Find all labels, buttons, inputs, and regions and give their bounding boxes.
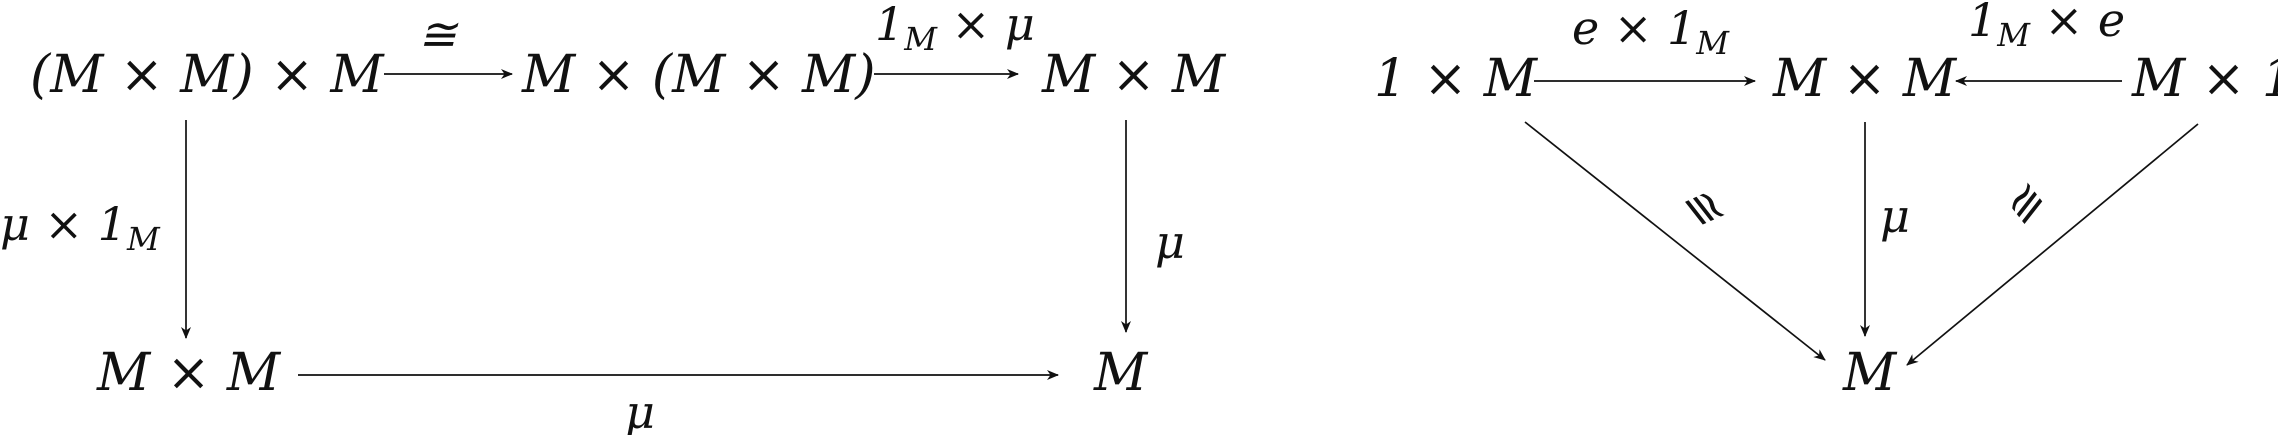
associativity-diagram: (M × M) × M M × (M × M) M × M M × M M ≅ … (0, 0, 1227, 435)
node-unit-bottom: M (1842, 343, 1898, 403)
node-top-right: M × M (1041, 45, 1227, 105)
label-unit-left-iso: ≅ (1669, 173, 1737, 239)
node-unit-left: 1 × M (1374, 49, 1539, 109)
label-right-map: μ (1155, 215, 1185, 269)
label-assoc-iso: ≅ (418, 7, 459, 61)
label-bottom-map: μ (625, 385, 655, 435)
node-top-middle: M × (M × M) (521, 45, 876, 105)
label-left-map: μ × 1M​ (0, 197, 161, 258)
node-bottom-left: M × M (96, 343, 282, 403)
arrow-unit-right-diagonal (1906, 123, 2199, 366)
node-unit-center: M × M (1772, 49, 1958, 109)
arrow-unit-left-diagonal (1524, 121, 1826, 361)
node-bottom-right: M (1093, 343, 1149, 403)
node-unit-right: M × 1 (2131, 49, 2278, 109)
unit-diagram: 1 × M M × M M × 1 M e × 1M​ 1M​ × e μ ≅ … (1374, 0, 2278, 403)
label-unit-left-map: e × 1M​ (1572, 1, 1730, 62)
node-top-left: (M × M) × M (30, 45, 385, 105)
label-unit-center-map: μ (1880, 189, 1910, 243)
label-top-right-map: 1M​ × μ (875, 0, 1035, 58)
label-unit-right-iso: ≅ (1990, 172, 2058, 238)
label-unit-right-map: 1M​ × e (1968, 0, 2125, 54)
